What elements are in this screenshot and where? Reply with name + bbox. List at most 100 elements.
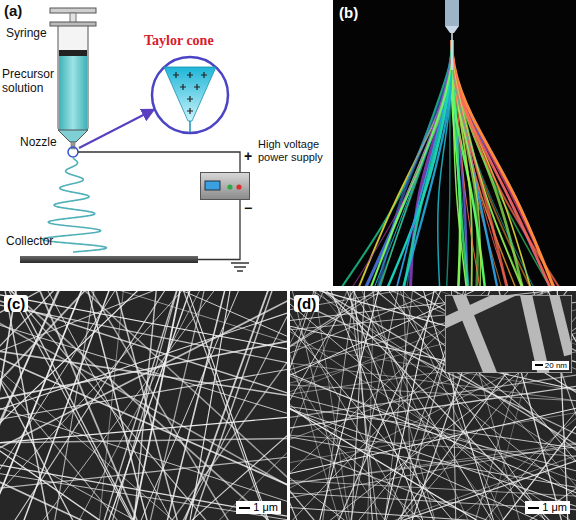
indicator-light xyxy=(227,184,232,189)
part-label: High voltage power supply xyxy=(258,138,332,163)
nanofiber xyxy=(1,291,287,520)
syringe-flange xyxy=(50,22,96,26)
panel-label: (d) xyxy=(294,295,319,312)
photo-panel-graphic xyxy=(333,0,576,286)
needle-tip xyxy=(445,26,459,33)
nanofiber xyxy=(553,295,569,355)
charged-jet xyxy=(351,40,452,286)
nanofiber xyxy=(0,291,287,520)
syringe-barrel xyxy=(58,24,88,130)
nanofiber xyxy=(445,295,515,325)
charged-jet xyxy=(370,40,452,286)
nanofiber xyxy=(0,291,287,520)
panel-label: (a) xyxy=(4,2,22,19)
nanofiber xyxy=(0,291,287,449)
nanofiber xyxy=(290,291,576,520)
taylor-cone-callout: Taylor cone xyxy=(150,55,230,135)
charged-jet xyxy=(452,40,535,286)
scale-bar-label: 1 μm xyxy=(525,501,570,514)
power-supply-display xyxy=(205,181,220,190)
sem-panel-graphic xyxy=(0,291,287,520)
nanofiber xyxy=(0,291,287,520)
nanofiber xyxy=(290,291,453,520)
nanofiber xyxy=(290,291,576,520)
ground-symbol xyxy=(231,262,249,264)
nanofiber xyxy=(290,364,576,520)
nanofiber xyxy=(290,291,576,520)
nanofiber xyxy=(0,291,287,520)
charged-jet xyxy=(378,40,452,286)
charged-jet xyxy=(452,40,509,286)
nanofiber xyxy=(26,291,287,520)
nozzle-highlight xyxy=(68,147,78,157)
zoom-arrow xyxy=(79,110,153,148)
nanofiber xyxy=(0,291,287,520)
straight-jet xyxy=(451,30,452,70)
photo-panel: (b) xyxy=(333,0,576,286)
part-label: Nozzle xyxy=(20,136,57,150)
charged-jet xyxy=(403,40,452,286)
nanofiber xyxy=(0,291,287,520)
charge-symbol xyxy=(187,72,193,78)
nanofiber xyxy=(0,291,171,520)
nanofiber xyxy=(0,291,287,520)
collector-plate: Collector xyxy=(20,256,198,263)
nanofiber xyxy=(0,291,287,520)
nanofiber xyxy=(0,291,287,520)
precursor-liquid xyxy=(59,56,87,130)
nanofiber xyxy=(0,388,287,520)
power-supply-box: High voltage power supply xyxy=(200,172,250,200)
plunger-head xyxy=(59,50,87,56)
nanofiber xyxy=(0,291,287,520)
nanofiber xyxy=(0,291,287,520)
nanofiber xyxy=(0,291,287,520)
needle xyxy=(445,0,459,26)
charge-symbol xyxy=(173,72,179,78)
charged-jet xyxy=(452,40,561,286)
part-label: Collector xyxy=(6,235,53,249)
ground-symbol xyxy=(237,270,243,272)
nanofiber xyxy=(0,291,287,520)
plunger-handle xyxy=(50,8,96,13)
nanofiber xyxy=(0,291,287,520)
inset-image: 20 nm xyxy=(445,295,572,373)
nanofiber xyxy=(290,291,576,520)
nanofiber xyxy=(0,291,287,520)
nanofiber xyxy=(0,291,287,520)
charged-jet xyxy=(452,40,551,286)
nanofiber xyxy=(0,291,287,520)
indicator-light xyxy=(236,184,241,189)
nanofiber xyxy=(290,291,576,405)
nanofiber xyxy=(0,291,287,520)
nanofiber xyxy=(290,291,576,520)
nanofiber xyxy=(0,291,287,520)
nanofiber xyxy=(0,291,287,520)
charged-jet xyxy=(438,40,452,286)
nanofiber xyxy=(0,291,287,520)
nanofiber xyxy=(0,291,287,520)
nanofiber xyxy=(309,291,493,520)
scale-bar-label: 20 nm xyxy=(532,361,569,370)
nanofiber xyxy=(0,291,287,520)
polarity-sign: − xyxy=(244,200,252,216)
nanofiber xyxy=(290,291,576,520)
ground-symbol xyxy=(234,266,246,268)
charge-symbol xyxy=(201,72,207,78)
scale-bar-label: 1 μm xyxy=(236,501,281,514)
nanofiber xyxy=(0,291,287,520)
nanofiber xyxy=(336,291,576,520)
panel-label: (b) xyxy=(339,4,358,21)
syringe-taper xyxy=(58,130,88,142)
callout-title: Taylor cone xyxy=(144,33,214,49)
taylor-cone-callout-graphic xyxy=(150,55,230,135)
nanofiber xyxy=(0,291,287,520)
nanofiber xyxy=(0,291,287,520)
nanofiber xyxy=(0,291,287,520)
nanofiber xyxy=(290,291,576,520)
nanofiber xyxy=(0,291,287,520)
nanofiber xyxy=(0,291,287,520)
charged-jet xyxy=(340,40,452,286)
nanofiber xyxy=(0,291,287,520)
